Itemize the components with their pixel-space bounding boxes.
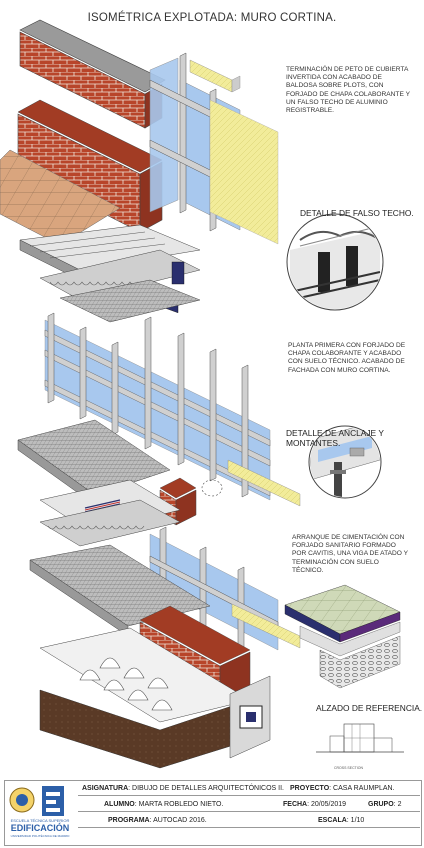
logo-name: EDIFICACIÓN (10, 823, 70, 833)
title-block-divider (78, 827, 420, 828)
fecha-row: FECHA: 20/05/2019 (283, 801, 347, 808)
fecha-label: FECHA (283, 801, 308, 808)
grupo-row: GRUPO: 2 (368, 801, 402, 808)
alumno-value: MARTA ROBLEDO NIETO. (138, 801, 224, 808)
programa-label: PROGRAMA (108, 817, 150, 824)
asignatura-label: ASIGNATURA (82, 785, 129, 792)
title-block-divider (78, 795, 420, 796)
first-floor-slab (17, 419, 223, 547)
title-block-frame (4, 780, 422, 846)
false-ceiling-heading: DETALLE DE FALSO TECHO. (300, 208, 414, 218)
logo-university: UNIVERSIDAD POLITÉCNICA DE MADRID (10, 834, 70, 838)
logo-school: ESCUELA TÉCNICA SUPERIOR (10, 818, 70, 823)
proyecto-value: CASA RAUMPLAN. (333, 785, 395, 792)
alumno-label: ALUMNO (104, 801, 135, 808)
escala-row: ESCALA: 1/10 (318, 817, 365, 824)
floor-layers-detail (284, 584, 401, 689)
lower-curtain-wall (149, 526, 301, 652)
first-floor-note: PLANTA PRIMERA CON FORJADO DE CHAPA COLA… (288, 342, 406, 374)
title-block-divider (78, 811, 420, 812)
reference-elevation (306, 712, 414, 774)
asignatura-row: ASIGNATURA: DIBUJO DE DETALLES ARQUITECT… (82, 785, 284, 792)
alumno-row: ALUMNO: MARTA ROBLEDO NIETO. (104, 801, 224, 808)
asignatura-value: DIBUJO DE DETALLES ARQUITECTÓNICOS II. (132, 785, 284, 792)
grupo-label: GRUPO (368, 801, 394, 808)
foundation-note: ARRANQUE DE CIMENTACIÓN CON FORJADO SANI… (292, 534, 408, 574)
middle-curtain-wall (44, 312, 301, 507)
escala-value: 1/10 (350, 817, 365, 824)
anchor-detail-heading: DETALLE DE ANCLAJE Y MONTANTES. (286, 428, 384, 448)
elevation-caption: CROSS SECTION (334, 766, 363, 770)
logo-emblem-icon (9, 786, 64, 816)
false-ceiling-detail-circle (286, 213, 384, 311)
programa-row: PROGRAMA: AUTOCAD 2016. (108, 817, 207, 824)
anchor-detail-circle (308, 425, 382, 499)
proyecto-label: PROYECTO (290, 785, 330, 792)
escala-label: ESCALA (318, 817, 347, 824)
programa-value: AUTOCAD 2016. (153, 817, 207, 824)
exploded-isometric-drawing (0, 19, 414, 774)
grupo-value: 2 (397, 801, 402, 808)
ground-floor-slab (29, 544, 271, 769)
fecha-value: 20/05/2019 (311, 801, 347, 808)
elevation-heading: ALZADO DE REFERENCIA. (316, 703, 423, 713)
proyecto-row: PROYECTO: CASA RAUMPLAN. (290, 785, 395, 792)
page-title: ISOMÉTRICA EXPLOTADA: MURO CORTINA. (87, 12, 337, 24)
upper-curtain-wall (149, 52, 279, 245)
roof-parapet-note: TERMINACIÓN DE PETO DE CUBIERTA INVERTID… (286, 66, 410, 115)
school-logo: ESCUELA TÉCNICA SUPERIOR EDIFICACIÓN UNI… (6, 782, 74, 842)
